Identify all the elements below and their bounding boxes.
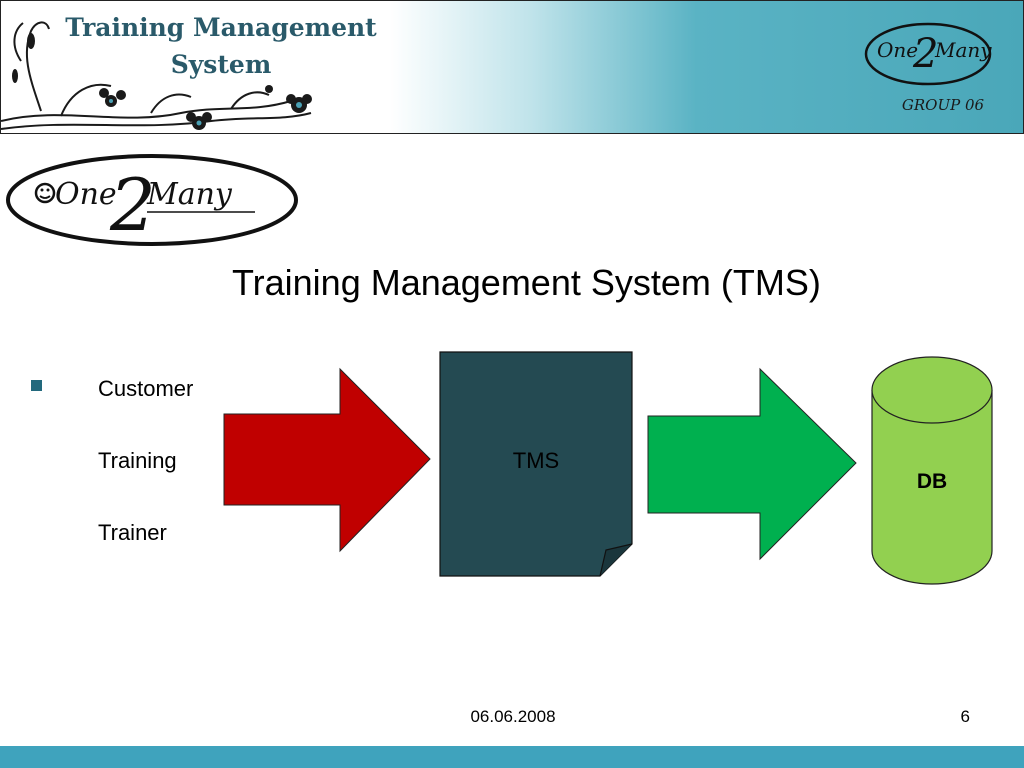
header-logo-text-right: Many (934, 38, 992, 62)
db-label: DB (916, 470, 948, 493)
input-arrow (223, 367, 431, 553)
tms-label: TMS (512, 448, 560, 473)
bullet-square-icon (31, 380, 42, 391)
main-logo-text-left: One (55, 177, 117, 212)
footer-page-number: 6 (960, 707, 970, 726)
output-arrow (647, 367, 857, 561)
header-banner: Training Management System One 2 Many GR… (0, 0, 1024, 134)
header-logo-text-left: One (877, 38, 918, 62)
bullet-item-customer: Customer (98, 376, 194, 401)
tms-box-fold (599, 543, 633, 577)
header-logo-two: 2 (912, 31, 938, 77)
bottom-bar (0, 746, 1024, 768)
bullet-item-training: Training (98, 448, 177, 473)
header-logo: One 2 Many (864, 22, 992, 86)
header-title-line1: Training Management (65, 13, 377, 42)
group-label: GROUP 06 (901, 96, 985, 114)
header-title: Training Management System (41, 9, 401, 83)
one2many-logo: One 2 Many (6, 154, 298, 247)
slide-title: Training Management System (TMS) (232, 262, 821, 303)
smiley-icon (34, 182, 56, 204)
database-cylinder (871, 356, 993, 585)
main-logo-two: 2 (109, 163, 156, 247)
footer-date: 06.06.2008 (470, 707, 556, 726)
floral-decoration-icon (1, 21, 312, 130)
header-title-line2: System (170, 50, 272, 79)
main-logo-text-right: Many (146, 177, 233, 212)
bullet-item-trainer: Trainer (98, 520, 167, 545)
